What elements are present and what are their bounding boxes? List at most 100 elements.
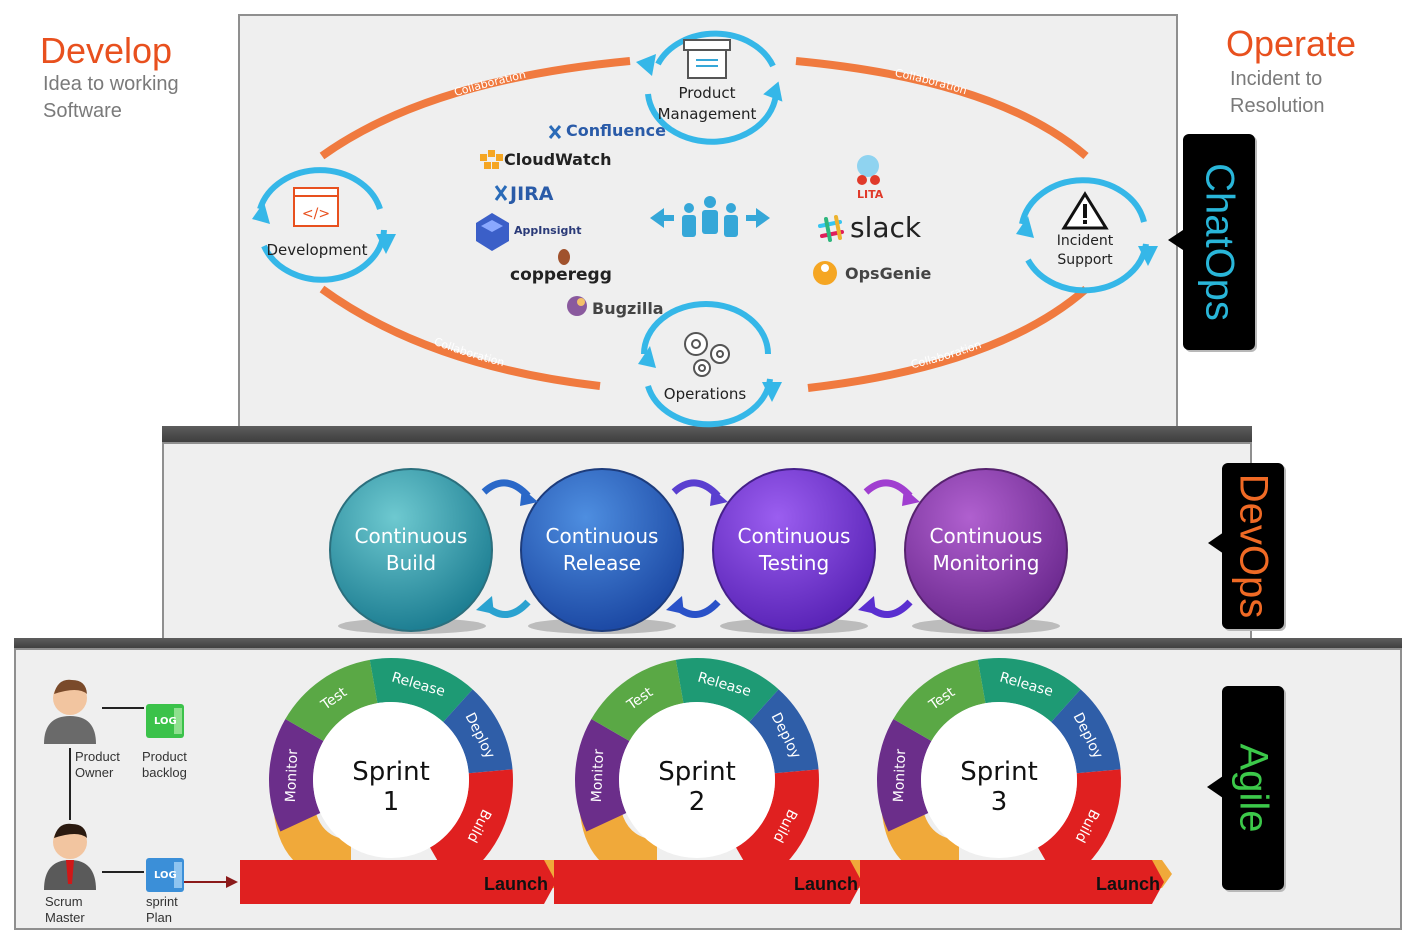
stage-labels: Continuous Build Continuous Release Cont… [355,524,1043,575]
sprint-2-number: 2 [688,787,706,817]
jira-icon [494,185,508,201]
lita-icon [857,155,880,185]
sprint-plan-label-1: sprint [146,894,178,909]
product-backlog-label-1: Product [142,749,187,764]
sprint-3-segment-release [977,658,1081,723]
launch-label-1: Launch [484,874,549,894]
product-cycle-bottom [645,85,780,145]
agile-tab-label: Agile [1231,743,1276,833]
launch-label-3: Launch [1096,874,1161,894]
development-code-icon: </> [293,187,339,227]
sprint-1-segment-release [369,658,473,723]
develop-title: Develop [40,30,173,71]
operations-label: Operations [663,385,747,403]
devops-diagram: Continuous Build Continuous Release Cont… [329,468,1068,634]
sprint-3-number: 3 [990,787,1008,817]
appinsight-icon [476,213,509,251]
stage-build-line-1: Continuous [355,524,468,548]
tool-copperegg: copperegg [510,265,612,285]
develop-subtitle-line-2: Software [43,100,122,122]
devops-tab-pointer [1208,532,1224,554]
tool-opsgenie: OpsGenie [845,264,932,283]
sprint-1-number: 1 [382,787,400,817]
sprint-3-segment-monitor [876,719,932,832]
sprint-plan-label-2: Plan [146,910,173,925]
opsgenie-icon [813,261,837,285]
chatops-tab-label: ChatOps [1197,163,1242,321]
ops-cycle-top [641,301,771,355]
sprint-1-segment-label-monitor: Monitor [283,749,301,803]
sprint-1-word: Sprint [352,757,430,787]
stage-circle-build [329,468,493,632]
sprint-plan-log-label: LOG [154,870,177,881]
stage-circle-monitoring [904,468,1068,632]
cycle-arrowheads [252,54,1158,402]
sprint-2-segment-test [591,659,684,741]
copperegg-icon [558,249,570,265]
sprint-2-segment-release [675,658,779,723]
sprint-3-segment-build [1038,769,1121,886]
collaboration-label-1: Collaboration [453,68,527,99]
product-backlog-log-label: LOG [154,716,177,727]
tool-jira: JIRA [510,183,554,205]
incident-cycle-bottom [1025,243,1149,294]
devops-step-shadow [14,638,1402,650]
chatops-tab: ChatOps [1183,134,1255,350]
product-owner-label-2: Owner [75,765,114,780]
sprint-3-segment-test [893,659,986,741]
bugzilla-icon [567,296,587,316]
agile-tab: Agile [1222,686,1284,890]
dev-cycle-top [257,167,383,210]
sprint-2-segment-deploy [749,689,819,774]
scrum-master-label-1: Scrum [45,894,83,909]
incident-support-label-1: Incident [1056,233,1114,249]
sprint-2-center [619,702,775,858]
chatops-step-shadow [162,426,1252,444]
sprint-1-segment-test [285,659,378,741]
product-management-label-1: Product [678,84,736,102]
sprint-3-center [921,702,1077,858]
svg-text:</>: </> [302,206,330,222]
operate-title: Operate [1226,23,1357,64]
devops-tab: DevOps [1222,463,1284,629]
collaboration-arcs [319,57,1089,392]
operations-gears-icon [684,332,730,377]
collaboration-label-2: Collaboration [894,66,969,97]
launch-label-2: Launch [794,874,859,894]
cycle-arrows [257,30,1149,428]
incident-cycle-top [1019,177,1147,225]
sprint-2-word: Sprint [658,757,736,787]
tool-slack: slack [850,211,922,244]
stage-circle-testing [712,468,876,632]
launch-arrow-3 [860,860,1164,904]
tool-cloudwatch: CloudWatch [504,150,612,169]
sprint-1-segment-build [430,769,513,886]
stage-arrowheads [476,488,920,614]
product-backlog-log-icon [146,704,184,738]
operate-subtitle-line-1: Incident to [1230,68,1323,90]
agile-tab-pointer [1207,776,1223,798]
product-management-icon [683,39,731,79]
confluence-icon [548,125,562,139]
product-backlog-label-2: backlog [142,765,187,780]
slack-icon [818,215,844,242]
svg-text:Collaboration: Collaboration [894,66,969,97]
sprint-2-segment-monitor [574,719,630,832]
incident-support-label-2: Support [1057,252,1113,268]
develop-subtitle-line-1: Idea to working [43,73,179,95]
stage-build-line-2: Build [386,551,436,575]
scrum-master-avatar [44,823,96,890]
chatops-tab-pointer [1168,228,1186,252]
sprint-3-word: Sprint [960,757,1038,787]
cloudwatch-icon [480,150,503,169]
sprint-1-segment-monitor [269,719,324,832]
sprint-3-segment-deploy [1051,689,1121,774]
scrum-master-label-2: Master [45,910,85,925]
tool-bugzilla: Bugzilla [592,299,664,318]
sprint-1-center [313,702,469,858]
tool-icons [476,125,880,316]
development-label: Development [266,241,368,259]
stage-monitoring-line-2: Monitoring [933,551,1040,575]
ops-cycle-bottom [645,378,773,428]
